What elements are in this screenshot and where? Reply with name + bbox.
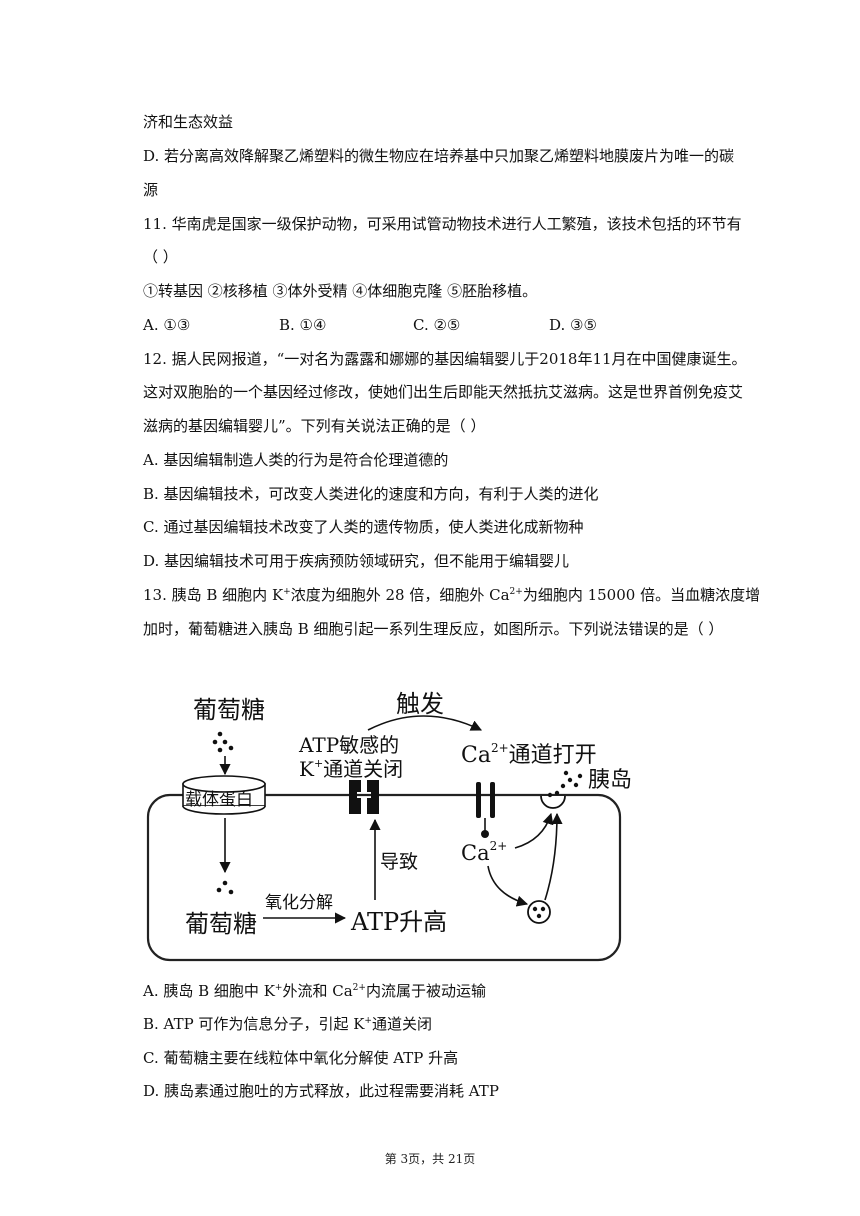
atp-sensitive-label-2: K+通道关闭 <box>299 757 403 781</box>
superscript: + <box>364 1016 372 1026</box>
k-channel-closed-text: 通道关闭 <box>323 757 403 781</box>
q13-option-b: B. ATP 可作为信息分子，引起 K+通道关闭 <box>143 1014 432 1034</box>
k-symbol: K <box>299 757 315 781</box>
q13-option-c: C. 葡萄糖主要在线粒体中氧化分解使 ATP 升高 <box>143 1049 459 1067</box>
superscript: 2+ <box>491 741 509 755</box>
atp-sensitive-label-1: ATP敏感的 <box>298 733 399 757</box>
superscript: + <box>283 587 291 597</box>
q10-option-d: D. 若分离高效降解聚乙烯塑料的微生物应在培养基中只加聚乙烯塑料地膜废片为唯一的… <box>143 147 735 165</box>
k-channel-icon <box>349 780 379 814</box>
cause-label: 导致 <box>380 851 418 873</box>
text-line-1: 济和生态效益 <box>143 113 234 131</box>
glucose-molecules-top-icon <box>212 731 234 753</box>
glucose-top-label: 葡萄糖 <box>193 696 265 724</box>
q13-stem-part: 13. 胰岛 B 细胞内 K <box>143 586 284 604</box>
ca-symbol: Ca <box>461 743 491 768</box>
option-part: A. 胰岛 B 细胞中 K <box>143 982 275 1000</box>
arrow-vesicle-to-membrane <box>544 812 563 901</box>
q11-stem: 11. 华南虎是国家一级保护动物，可采用试管动物技术进行人工繁殖，该技术包括的环… <box>143 215 742 233</box>
q12-option-c: C. 通过基因编辑技术改变了人类的遗传物质，使人类进化成新物种 <box>143 518 584 536</box>
ca-channel-open-text: 通道打开 <box>509 743 597 768</box>
q13-stem-part: 为细胞内 15000 倍。当血糖浓度增 <box>522 586 761 604</box>
q13-stem-part: 浓度为细胞外 28 倍，细胞外 Ca <box>290 586 510 604</box>
ca-channel-open-label: Ca2+通道打开 <box>461 741 597 768</box>
atp-rise-label: ATP升高 <box>350 908 447 936</box>
q12-stem-1: 12. 据人民网报道，“一对名为露露和娜娜的基因编辑婴儿于2018年11月在中国… <box>143 350 747 368</box>
q13-option-d: D. 胰岛素通过胞吐的方式释放，此过程需要消耗 ATP <box>143 1082 499 1100</box>
q12-option-a: A. 基因编辑制造人类的行为是符合伦理道德的 <box>143 451 449 469</box>
insulin-vesicle-icon <box>527 900 551 924</box>
q12-option-b: B. 基因编辑技术，可改变人类进化的速度和方向，有利于人类的进化 <box>143 485 599 503</box>
exocytosis-vesicle-icon <box>540 770 583 809</box>
insulin-label: 胰岛素 <box>588 768 633 793</box>
q11-items: ①转基因 ②核移植 ③体外受精 ④体细胞克隆 ⑤胚胎移植。 <box>143 282 538 300</box>
option-part: B. ATP 可作为信息分子，引起 K <box>143 1015 365 1033</box>
carrier-protein-label: 载体蛋白 <box>185 790 253 810</box>
trigger-label: 触发 <box>396 690 444 718</box>
ca-inside-label: Ca2+ <box>461 839 507 865</box>
ca-symbol: Ca <box>461 841 490 865</box>
superscript: 2+ <box>490 839 508 853</box>
option-part: 通道关闭 <box>371 1015 432 1033</box>
arrow-ca-to-exocytosis <box>514 812 554 849</box>
q13-stem-1: 13. 胰岛 B 细胞内 K+浓度为细胞外 28 倍，细胞外 Ca2+为细胞内 … <box>143 585 760 605</box>
option-part: 外流和 Ca <box>282 982 353 1000</box>
insulin-secretion-diagram: 葡萄糖 载体蛋白 葡萄糖 氧化分解 ATP升高 导致 ATP敏感的 K+通道关闭… <box>146 690 633 962</box>
arrow-ca-to-vesicle <box>487 865 529 907</box>
q11-bracket: （ ） <box>143 248 178 266</box>
page-footer: 第 3页，共 21页 <box>384 1152 476 1166</box>
q11-option-c: C. ②⑤ <box>413 316 461 334</box>
q13-stem-2: 加时，葡萄糖进入胰岛 B 细胞引起一系列生理反应，如图所示。下列说法错误的是（ … <box>143 620 724 638</box>
q13-option-a: A. 胰岛 B 细胞中 K+外流和 Ca2+内流属于被动运输 <box>143 981 486 1001</box>
oxidation-label: 氧化分解 <box>265 893 333 913</box>
q12-stem-3: 滋病的基因编辑婴儿”。下列有关说法正确的是（ ） <box>143 417 486 435</box>
q11-option-a: A. ①③ <box>143 316 191 334</box>
text-line-3: 源 <box>143 181 159 199</box>
superscript: + <box>274 983 283 993</box>
cell-membrane <box>146 793 622 962</box>
option-part: 内流属于被动运输 <box>365 982 486 1000</box>
superscript: 2+ <box>509 587 523 597</box>
carrier-protein-icon <box>182 775 266 815</box>
arrow-trigger <box>367 715 483 731</box>
q11-option-b: B. ①④ <box>279 316 327 334</box>
q11-option-d: D. ③⑤ <box>549 316 597 334</box>
q12-option-d: D. 基因编辑技术可用于疾病预防领域研究，但不能用于编辑婴儿 <box>143 552 570 570</box>
glucose-bottom-label: 葡萄糖 <box>185 910 257 938</box>
glucose-molecules-bottom-icon <box>216 880 234 895</box>
ca-channel-icon <box>476 782 495 838</box>
superscript: 2+ <box>352 983 366 993</box>
superscript: + <box>314 757 323 770</box>
q12-stem-2: 这对双胞胎的一个基因经过修改，使她们出生后即能天然抵抗艾滋病。这是世界首例免疫艾 <box>143 383 744 401</box>
